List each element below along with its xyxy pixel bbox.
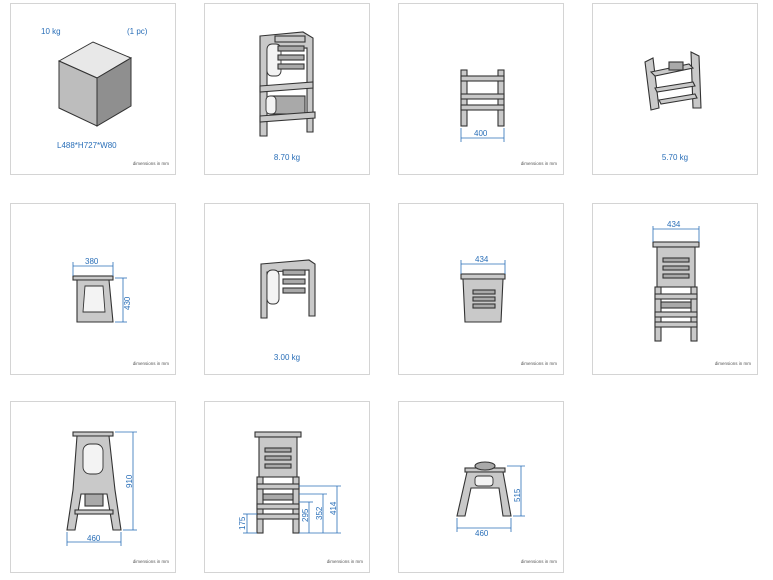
dim-380: 380 [85,257,99,266]
dim-515: 515 [513,488,522,502]
dim-295: 295 [301,508,310,522]
dim-352: 352 [315,506,324,520]
dimensions-note: dimensions in mm [520,559,557,564]
package-weight: 10 kg [41,27,61,36]
top-unit-illustration [260,259,316,319]
card-base-front: 400 dimensions in mm [398,3,564,175]
package-count: (1 pc) [127,27,148,36]
card-tower-heights: 175 295 352 414 dimensions in mm [204,401,370,573]
dimensions-note: dimensions in mm [520,161,557,166]
dim-434-table: 434 [475,255,489,264]
card-base-side: 515 460 dimensions in mm [398,401,564,573]
base-weight: 5.70 kg [661,153,689,162]
dim-460-base: 460 [475,529,489,538]
dim-434-tower: 434 [667,220,681,229]
dim-175: 175 [238,516,247,530]
step-side-illustration: 380 430 [72,257,132,323]
dim-430: 430 [123,296,132,310]
top-unit-weight: 3.00 kg [273,353,301,362]
card-tower-front: 434 dimensions in mm [592,203,758,375]
full-tower-illustration [259,31,316,137]
dimensions-note: dimensions in mm [132,161,169,166]
card-base-3d: 5.70 kg [592,3,758,175]
base-front-illustration: 400 [460,69,505,142]
tower-heights-illustration: 175 295 352 414 [238,431,341,534]
package-box-illustration [57,41,133,127]
base-3d-illustration [644,51,702,111]
dim-460-tower: 460 [87,534,101,543]
tower-front-illustration: 434 [652,220,700,342]
dimensions-note: dimensions in mm [132,559,169,564]
package-dimensions: L488*H727*W80 [57,141,117,150]
dimensions-note: dimensions in mm [714,361,751,366]
card-table-front: 434 dimensions in mm [398,203,564,375]
card-full-tower: 8.70 kg [204,3,370,175]
dimensions-note: dimensions in mm [326,559,363,564]
card-step-side: 380 430 dimensions in mm [10,203,176,375]
tower-side-illustration: 910 460 [66,431,137,546]
dim-910: 910 [125,474,134,488]
dimensions-note: dimensions in mm [520,361,557,366]
dim-400: 400 [474,129,488,138]
base-side-illustration: 515 460 [456,461,525,538]
card-tower-side: 910 460 dimensions in mm [10,401,176,573]
full-tower-weight: 8.70 kg [273,153,301,162]
card-top-unit: 3.00 kg [204,203,370,375]
dim-414: 414 [329,501,338,515]
card-package: 10 kg (1 pc) L488*H727*W80 dimensions in… [10,3,176,175]
table-front-illustration: 434 [460,255,506,323]
dimensions-note: dimensions in mm [132,361,169,366]
